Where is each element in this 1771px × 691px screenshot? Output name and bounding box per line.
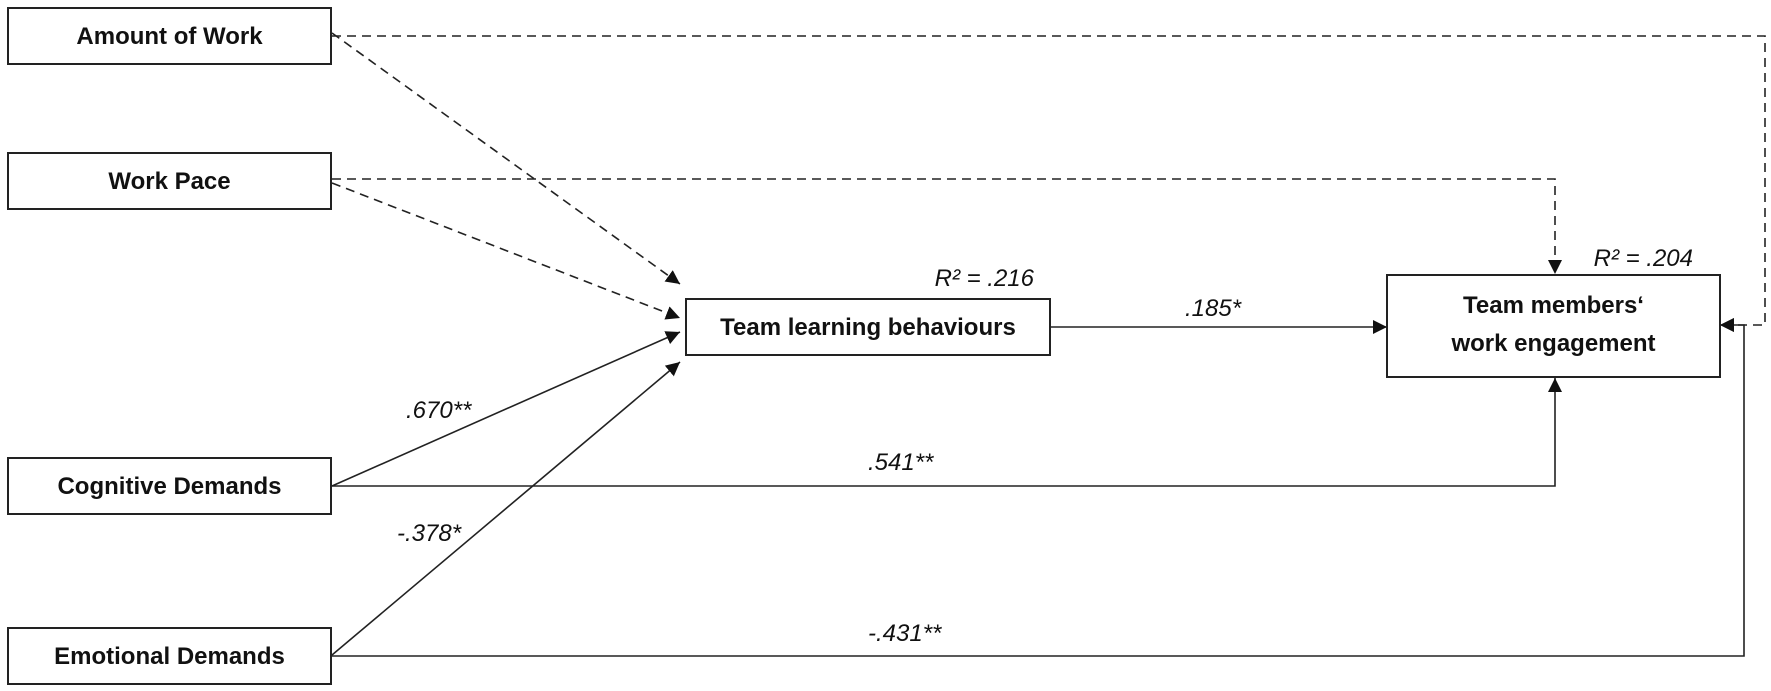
node-emotional-demands: Emotional Demands xyxy=(7,627,332,685)
node-label: Team learning behaviours xyxy=(720,314,1016,341)
coef-emotional-to-engagement: -.431** xyxy=(868,620,942,647)
edge-workpace-to-learning xyxy=(331,182,681,320)
coef-emotional-to-learning: -.378* xyxy=(397,520,462,547)
node-label-line2: work engagement xyxy=(1450,330,1655,357)
node-work-engagement: Team members‘ work engagement xyxy=(1386,274,1721,378)
coef-cognitive-to-engagement: .541** xyxy=(868,449,934,476)
r-squared-engagement: R² = .204 xyxy=(1594,245,1693,272)
node-cognitive-demands: Cognitive Demands xyxy=(7,457,332,515)
edge-amount-to-learning xyxy=(331,32,681,285)
node-label: Cognitive Demands xyxy=(57,473,281,500)
edge-emotional-to-learning xyxy=(331,361,681,656)
node-work-pace: Work Pace xyxy=(7,152,332,210)
node-team-learning-behaviours: Team learning behaviours xyxy=(685,298,1051,356)
node-label: Emotional Demands xyxy=(54,643,285,670)
edge-cognitive-to-learning xyxy=(331,331,681,487)
node-amount-of-work: Amount of Work xyxy=(7,7,332,65)
node-label: Amount of Work xyxy=(76,23,263,50)
edge-emotional-to-engagement xyxy=(332,318,1745,657)
coef-cognitive-to-learning: .670** xyxy=(406,397,472,424)
coef-learning-to-engagement: .185* xyxy=(1185,295,1242,322)
r-squared-team-learning: R² = .216 xyxy=(935,265,1035,292)
edge-cognitive-to-engagement xyxy=(332,378,1562,487)
node-label-line1: Team members‘ xyxy=(1463,292,1644,319)
edge-workpace-to-engagement xyxy=(332,178,1562,274)
node-label: Work Pace xyxy=(108,168,230,195)
